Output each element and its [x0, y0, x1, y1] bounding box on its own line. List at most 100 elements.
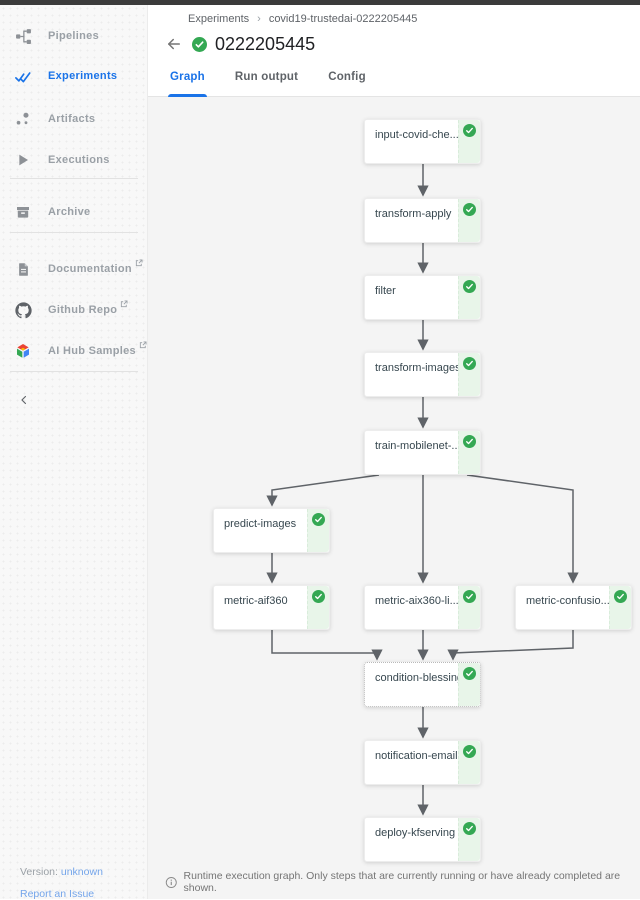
graph-node-metric-confusion[interactable]: metric-confusio...: [515, 585, 632, 630]
graph-node-predict-images[interactable]: predict-images: [213, 508, 330, 553]
sidebar-item-archive[interactable]: Archive: [0, 197, 148, 227]
sidebar-collapse-button[interactable]: [12, 389, 36, 413]
document-icon: [14, 260, 32, 278]
node-label: deploy-kfserving: [375, 827, 456, 839]
artifacts-icon: [14, 110, 32, 128]
node-status-strip: [458, 199, 480, 242]
sidebar: Pipelines Experiments Artifacts Executio…: [0, 5, 148, 900]
node-label: predict-images: [224, 518, 297, 530]
aihub-icon: [14, 342, 32, 360]
github-icon: [14, 301, 32, 319]
node-label: notification-email: [375, 750, 458, 762]
executions-icon: [14, 151, 32, 169]
pipeline-graph-canvas[interactable]: input-covid-che... transform-apply filte…: [148, 97, 640, 899]
sidebar-link-label: Documentation: [48, 263, 132, 275]
check-circle-icon: [463, 203, 476, 216]
graph-node-input-covid[interactable]: input-covid-che...: [364, 119, 481, 164]
node-label: filter: [375, 285, 396, 297]
node-label: condition-blessing: [375, 672, 458, 684]
run-status-success-icon: [192, 36, 207, 52]
check-circle-icon: [463, 357, 476, 370]
sidebar-link-label: Github Repo: [48, 304, 118, 316]
graph-node-condition-blessing[interactable]: condition-blessing: [364, 662, 481, 707]
node-status-strip: [458, 663, 480, 706]
check-circle-icon: [463, 745, 476, 758]
node-label: transform-apply: [375, 208, 452, 220]
page-title: 0222205445: [215, 33, 316, 54]
sidebar-item-executions[interactable]: Executions: [0, 145, 148, 175]
node-status-strip: [458, 431, 480, 474]
sidebar-item-experiments[interactable]: Experiments: [0, 61, 148, 91]
node-status-strip: [458, 741, 480, 784]
tab-bar: Graph Run output Config: [148, 58, 640, 97]
check-circle-icon: [463, 435, 476, 448]
graph-node-deploy-kfserving[interactable]: deploy-kfserving: [364, 817, 481, 862]
sidebar-divider: [10, 371, 138, 372]
check-circle-icon: [463, 667, 476, 680]
window-top-bar: [0, 0, 640, 5]
sidebar-item-artifacts[interactable]: Artifacts: [0, 104, 148, 134]
node-label: metric-aix360-li...: [375, 595, 458, 607]
experiments-icon: [14, 67, 32, 85]
node-label: transform-images: [375, 362, 458, 374]
node-label: train-mobilenet-...: [375, 440, 458, 452]
external-link-icon: [120, 299, 128, 311]
graph-node-notification-email[interactable]: notification-email: [364, 740, 481, 785]
external-link-icon: [139, 340, 147, 352]
node-status-strip: [458, 818, 480, 861]
graph-node-transform-apply[interactable]: transform-apply: [364, 198, 481, 243]
check-circle-icon: [463, 590, 476, 603]
sidebar-link-documentation[interactable]: Documentation: [0, 254, 148, 284]
node-status-strip: [609, 586, 631, 629]
node-label: metric-confusio...: [526, 595, 609, 607]
report-issue-link[interactable]: Report an Issue: [20, 888, 95, 900]
sidebar-divider: [10, 232, 138, 233]
breadcrumb-current-run: covid19-trustedai-0222205445: [268, 13, 418, 25]
sidebar-item-label: Experiments: [48, 70, 118, 82]
check-circle-icon: [614, 590, 627, 603]
sidebar-divider: [10, 178, 138, 179]
sidebar-item-label: Executions: [48, 154, 110, 166]
sidebar-item-label: Pipelines: [48, 30, 99, 42]
archive-icon: [14, 203, 32, 221]
check-circle-icon: [312, 590, 325, 603]
runtime-note: Runtime execution graph. Only steps that…: [165, 870, 640, 894]
node-status-strip: [307, 586, 329, 629]
check-circle-icon: [312, 513, 325, 526]
sidebar-link-label: AI Hub Samples: [48, 345, 136, 357]
graph-node-metric-aif360[interactable]: metric-aif360: [213, 585, 330, 630]
tab-run-output[interactable]: Run output: [234, 71, 299, 83]
chevron-left-icon: [17, 393, 31, 410]
runtime-note-text: Runtime execution graph. Only steps that…: [183, 870, 621, 894]
sidebar-link-github-repo[interactable]: Github Repo: [0, 295, 148, 325]
graph-node-filter[interactable]: filter: [364, 275, 481, 320]
breadcrumb: Experiments › covid19-trustedai-02222054…: [188, 13, 417, 25]
check-circle-icon: [463, 280, 476, 293]
node-label: metric-aif360: [224, 595, 288, 607]
check-circle-icon: [463, 124, 476, 137]
sidebar-item-label: Artifacts: [48, 113, 96, 125]
breadcrumb-separator-icon: ›: [257, 13, 261, 25]
graph-node-train-mobilenet[interactable]: train-mobilenet-...: [364, 430, 481, 475]
back-button[interactable]: [164, 34, 184, 54]
sidebar-link-ai-hub-samples[interactable]: AI Hub Samples: [0, 336, 148, 366]
version-info: Version: unknown: [20, 866, 103, 878]
graph-edges: [266, 164, 579, 816]
version-label: Version:: [20, 866, 58, 878]
run-title-row: 0222205445: [148, 32, 315, 56]
node-label: input-covid-che...: [375, 129, 458, 141]
arrow-left-icon: [168, 38, 180, 50]
node-status-strip: [458, 120, 480, 163]
report-issue: Report an Issue: [20, 888, 94, 900]
external-link-icon: [135, 258, 143, 270]
node-status-strip: [458, 586, 480, 629]
graph-node-metric-aix360[interactable]: metric-aix360-li...: [364, 585, 481, 630]
sidebar-item-pipelines[interactable]: Pipelines: [0, 21, 148, 51]
pipelines-icon: [14, 27, 32, 45]
sidebar-item-label: Archive: [48, 206, 91, 218]
tab-config[interactable]: Config: [328, 71, 366, 83]
breadcrumb-experiments[interactable]: Experiments: [188, 13, 250, 25]
version-link[interactable]: unknown: [60, 866, 103, 878]
tab-graph[interactable]: Graph: [168, 58, 207, 97]
graph-node-transform-images[interactable]: transform-images: [364, 352, 481, 397]
